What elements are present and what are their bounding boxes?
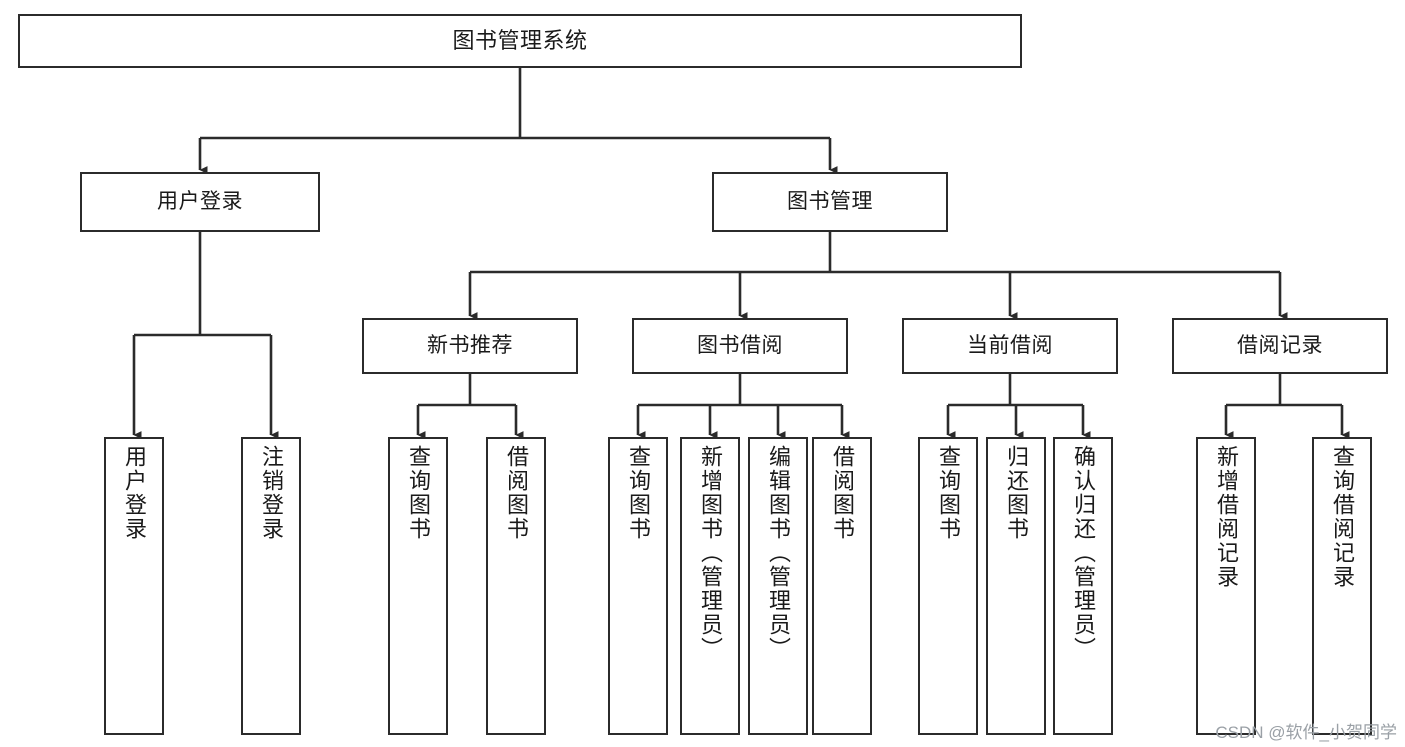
node-label: 新增借阅记录	[1214, 445, 1239, 589]
node-label: 新增图书（管理员）	[698, 445, 723, 661]
node-l-qbook2[interactable]: 查询图书	[608, 437, 668, 735]
node-l-return[interactable]: 归还图书	[986, 437, 1046, 735]
node-borrow[interactable]: 图书借阅	[632, 318, 848, 374]
node-records[interactable]: 借阅记录	[1172, 318, 1388, 374]
node-l-addrec[interactable]: 新增借阅记录	[1196, 437, 1256, 735]
node-root[interactable]: 图书管理系统	[18, 14, 1022, 68]
node-label: 图书管理系统	[452, 28, 588, 54]
node-label: 查询图书	[406, 445, 431, 541]
node-label: 归还图书	[1004, 445, 1029, 541]
node-label: 图书借阅	[697, 333, 783, 357]
node-l-confirm[interactable]: 确认归还（管理员）	[1053, 437, 1113, 735]
node-label: 编辑图书（管理员）	[766, 445, 791, 661]
node-l-login[interactable]: 用户登录	[104, 437, 164, 735]
node-label: 注销登录	[259, 445, 284, 541]
node-l-bbook1[interactable]: 借阅图书	[486, 437, 546, 735]
node-newbook[interactable]: 新书推荐	[362, 318, 578, 374]
node-label: 用户登录	[122, 445, 147, 541]
node-label: 新书推荐	[427, 333, 513, 357]
node-label: 用户登录	[157, 189, 243, 213]
node-label: 查询图书	[626, 445, 651, 541]
node-label: 查询借阅记录	[1330, 445, 1355, 589]
node-label: 确认归还（管理员）	[1071, 445, 1096, 661]
node-l-editbook[interactable]: 编辑图书（管理员）	[748, 437, 808, 735]
node-label: 借阅图书	[830, 445, 855, 541]
node-label: 图书管理	[787, 189, 873, 213]
node-current[interactable]: 当前借阅	[902, 318, 1118, 374]
node-l-addbook[interactable]: 新增图书（管理员）	[680, 437, 740, 735]
node-label: 查询图书	[936, 445, 961, 541]
node-bookmgmt[interactable]: 图书管理	[712, 172, 948, 232]
node-l-logout[interactable]: 注销登录	[241, 437, 301, 735]
node-login[interactable]: 用户登录	[80, 172, 320, 232]
node-label: 借阅图书	[504, 445, 529, 541]
node-l-qbook1[interactable]: 查询图书	[388, 437, 448, 735]
node-label: 当前借阅	[967, 333, 1053, 357]
node-l-qbook3[interactable]: 查询图书	[918, 437, 978, 735]
node-l-qrec[interactable]: 查询借阅记录	[1312, 437, 1372, 735]
node-label: 借阅记录	[1237, 333, 1323, 357]
node-l-bbook2[interactable]: 借阅图书	[812, 437, 872, 735]
